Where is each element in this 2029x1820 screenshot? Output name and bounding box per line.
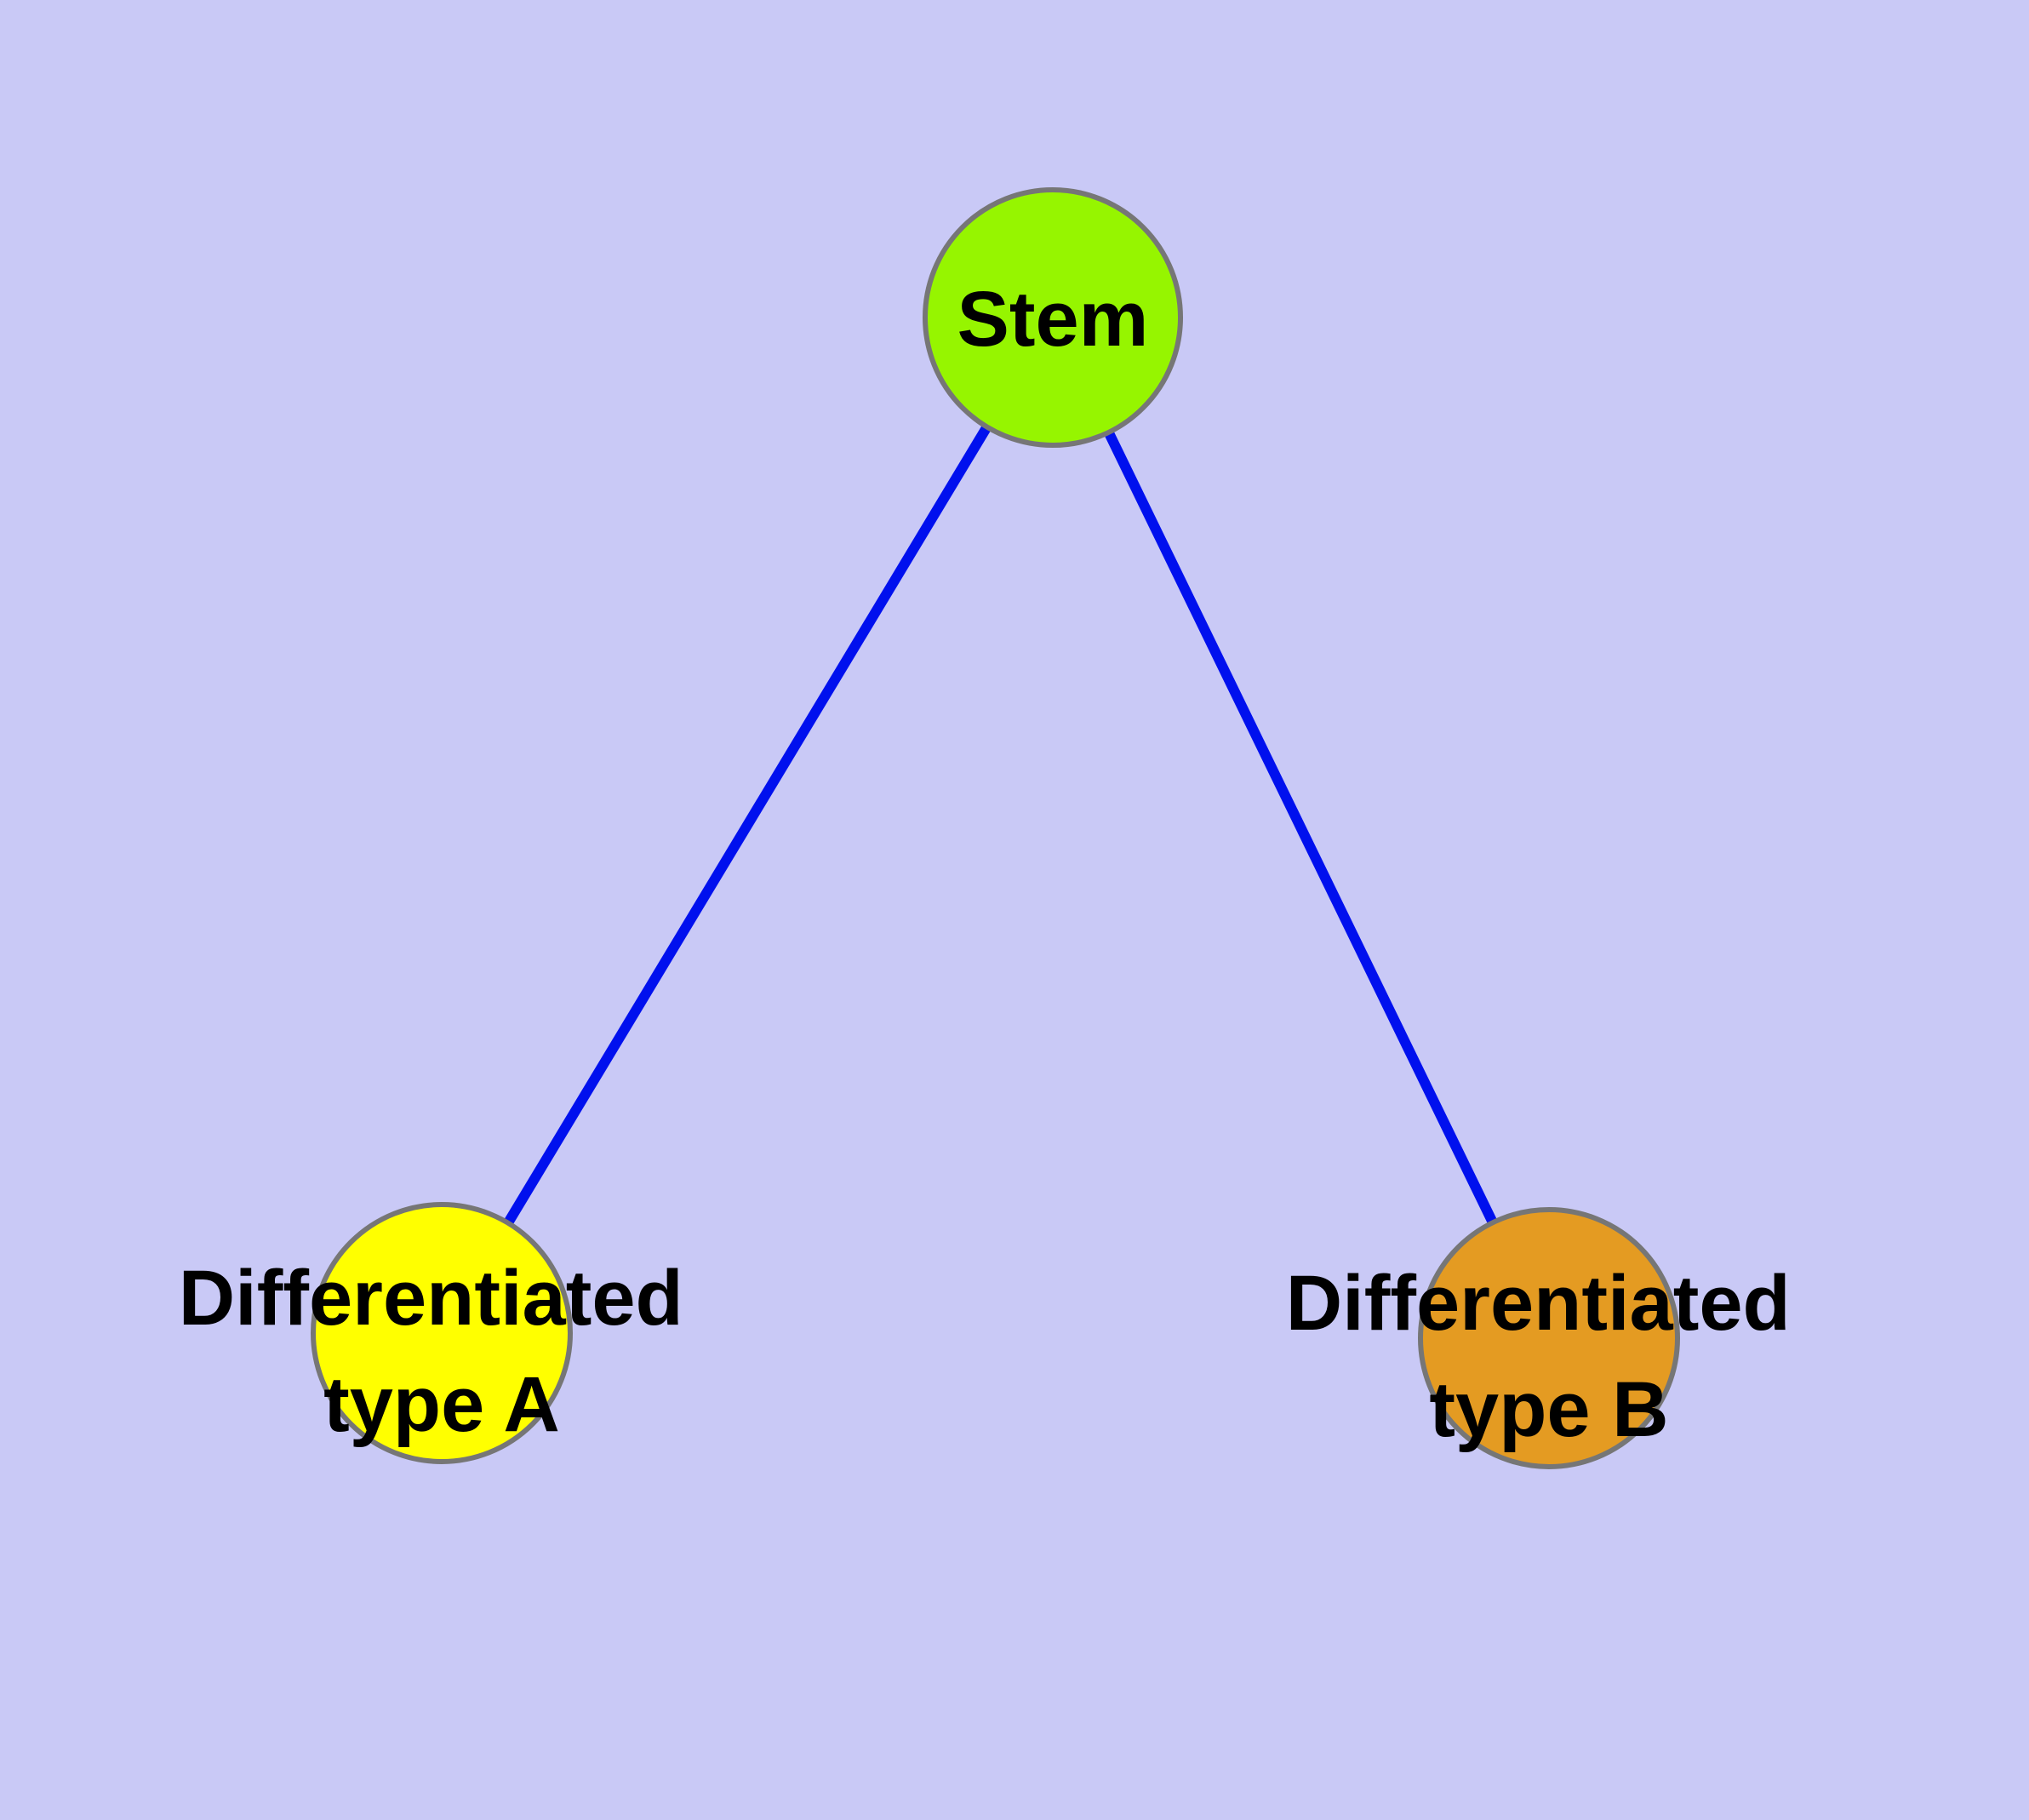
- node-type-b-label-line1: Differentiated: [1286, 1260, 1791, 1347]
- edge-stem-to-type-b: [1048, 315, 1554, 1341]
- node-stem-label: Stem: [957, 276, 1149, 363]
- node-type-b-label-line2: type B: [1429, 1366, 1668, 1453]
- edge-stem-to-type-a: [437, 314, 1058, 1336]
- node-differentiated-type-b: [1418, 1207, 1680, 1469]
- node-type-a-label: Differentiated type A: [179, 1255, 706, 1448]
- node-stem-label-text: Stem: [957, 276, 1149, 363]
- node-type-a-label-line1: Differentiated: [179, 1255, 683, 1342]
- node-type-a-label-line2: type A: [323, 1361, 560, 1448]
- node-type-b-label: Differentiated type B: [1286, 1260, 1813, 1453]
- node-stem: [923, 187, 1183, 448]
- node-differentiated-type-a: [311, 1202, 573, 1464]
